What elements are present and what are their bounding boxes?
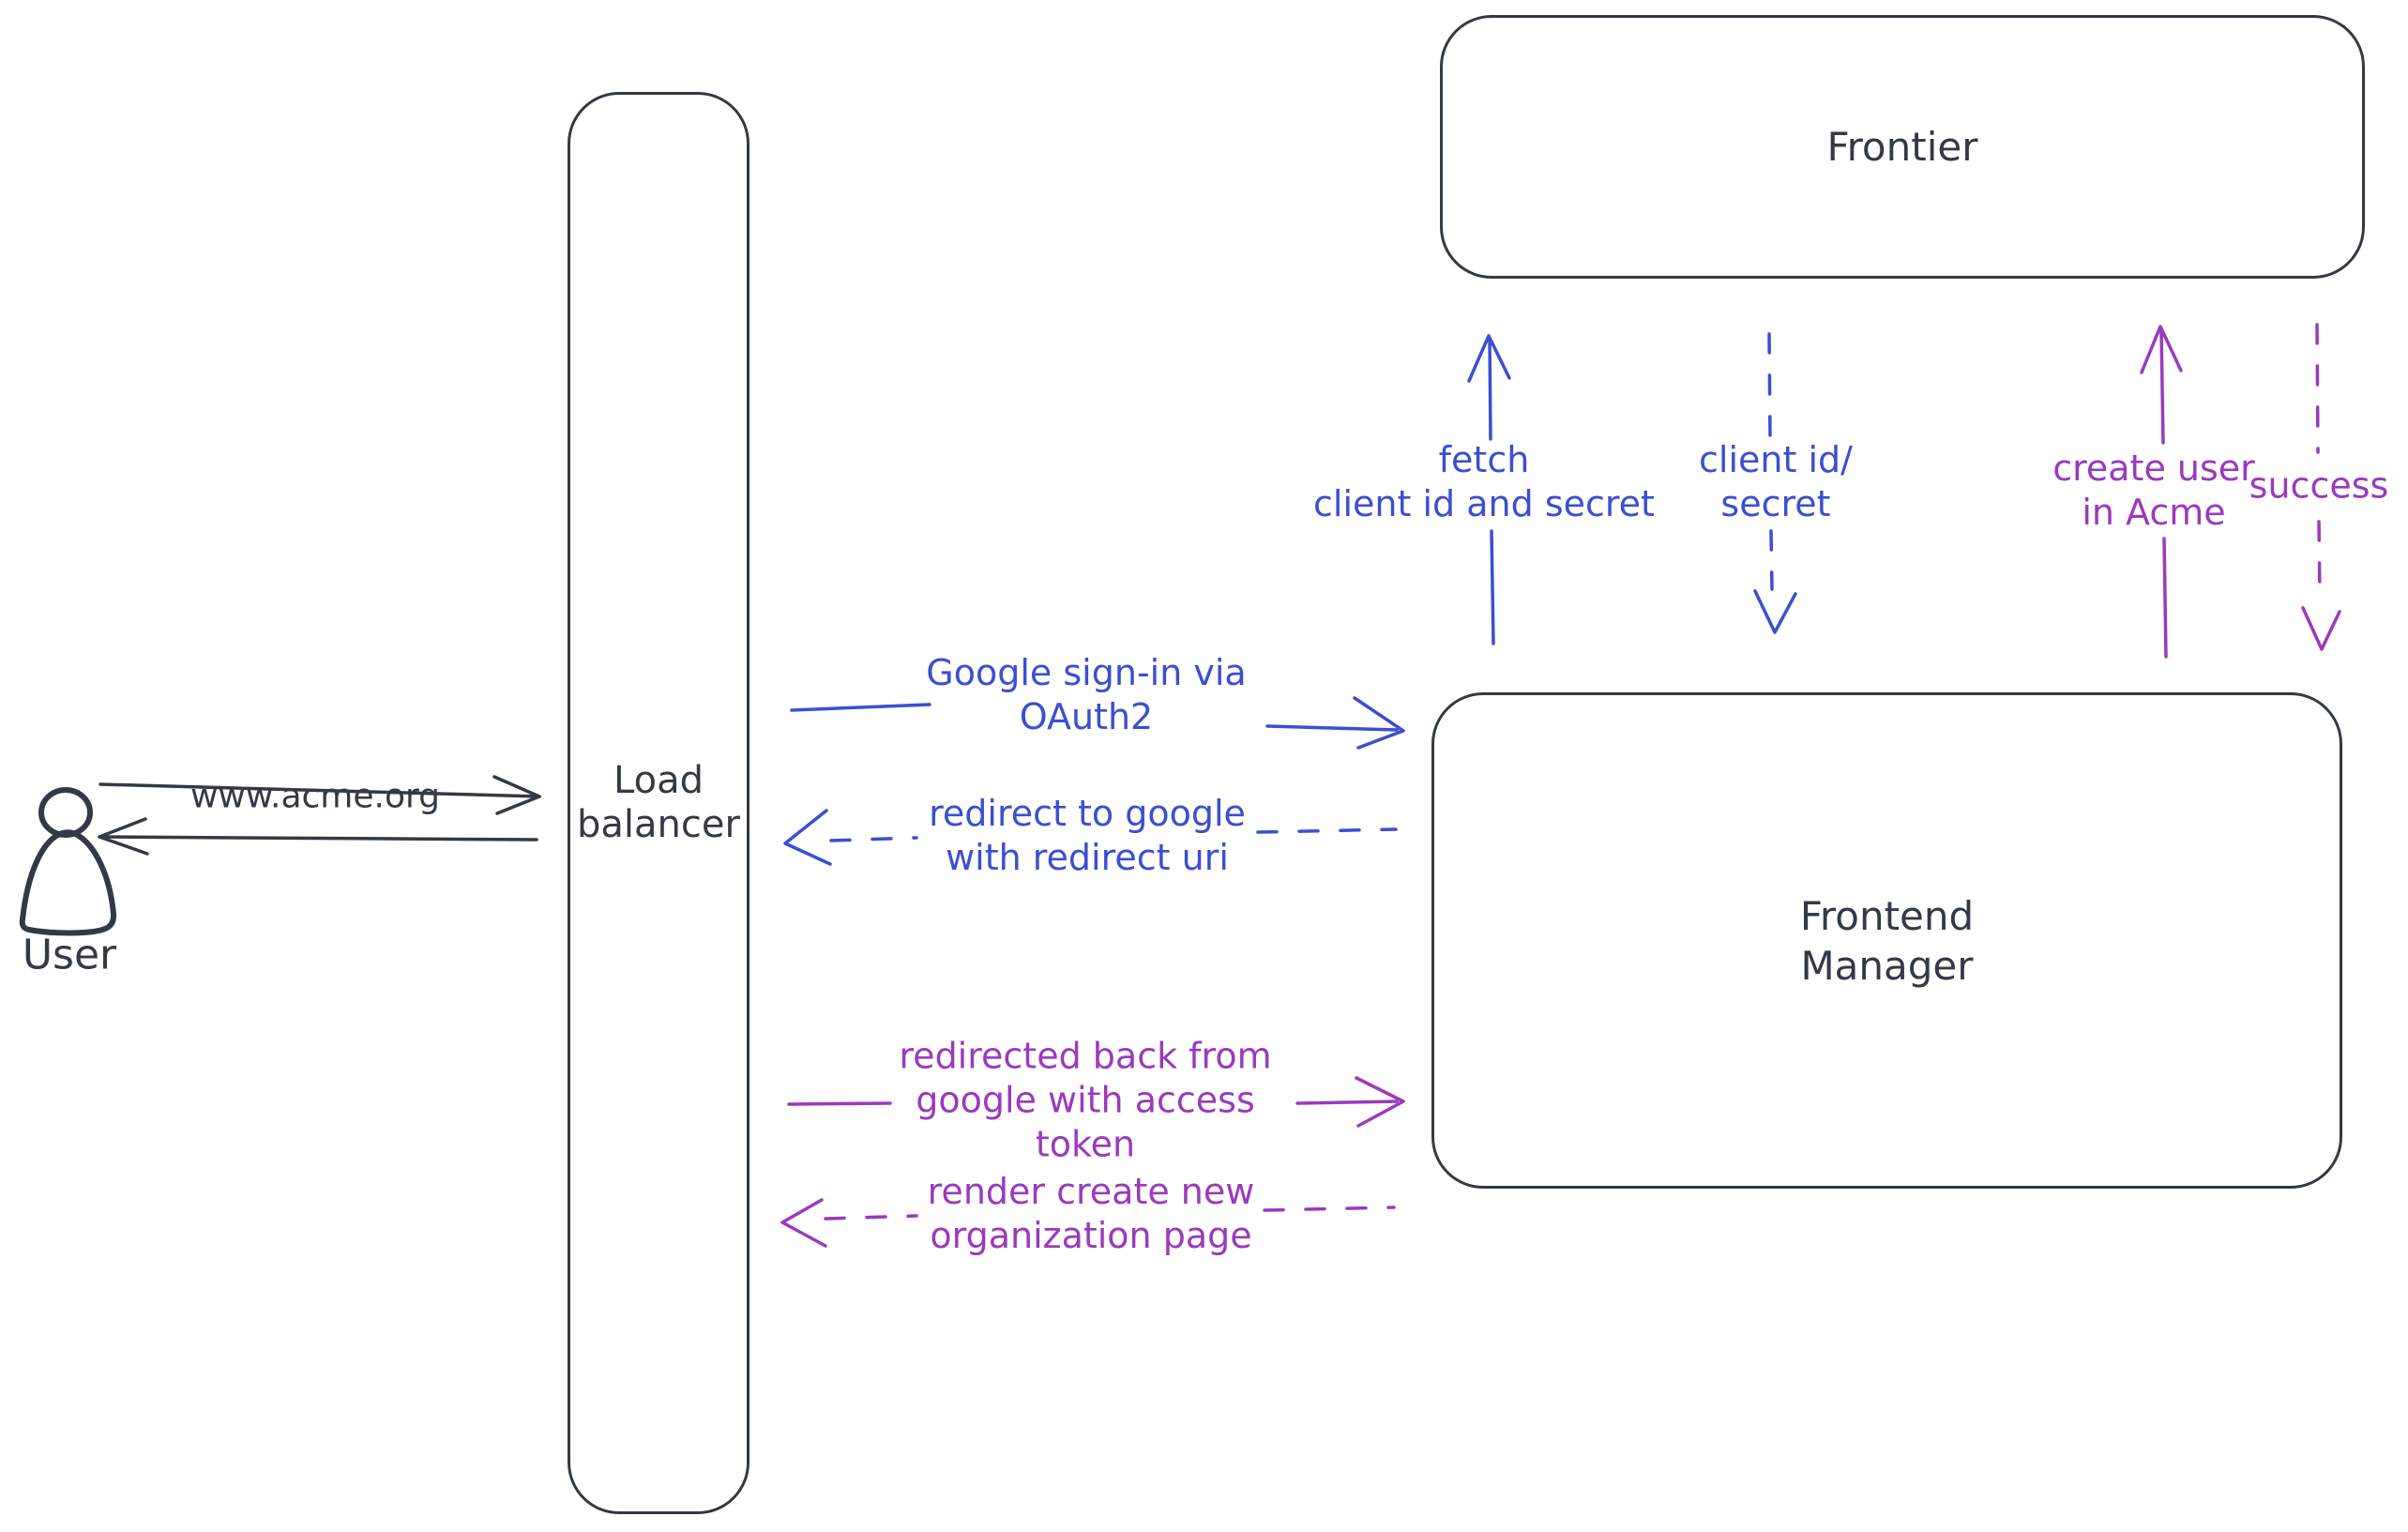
user-label: User: [22, 931, 117, 979]
arrow-create-user: [2140, 325, 2183, 659]
arrow-www-acme: [98, 775, 541, 815]
edge-label-client-id-secret: client id/ secret: [1699, 439, 1853, 524]
edge-label-redirect-google: redirect to google with redirect uri: [929, 793, 1246, 878]
arrow-redirect-google: [783, 809, 1398, 866]
edge-label-redirected-back: redirected back from google with access …: [899, 1035, 1272, 1165]
arrow-google-signin: [790, 696, 1405, 750]
node-frontend-manager: Frontend Manager: [1431, 692, 2342, 1189]
edge-label-create-user: create user in Acme: [2052, 447, 2255, 533]
node-load-balancer: Load balancer: [568, 92, 750, 1514]
arrow-fetch-secret: [1467, 334, 1511, 645]
edge-label-google-signin: Google sign-in via OAuth2: [926, 652, 1247, 737]
edge-label-www-acme: www.acme.org: [189, 777, 441, 816]
node-frontier: Frontier: [1440, 15, 2365, 279]
arrow-success: [2301, 323, 2341, 651]
arrow-render-org-page: [780, 1198, 1396, 1248]
arrow-redirected-back: [787, 1076, 1405, 1128]
node-load-balancer-label: Load balancer: [577, 759, 740, 846]
edge-label-render-org-page: render create new organization page: [927, 1171, 1255, 1256]
node-frontend-manager-label: Frontend Manager: [1799, 892, 1975, 989]
arrow-client-id-secret: [1753, 332, 1797, 634]
arrow-user-return: [98, 817, 538, 856]
person-icon: [19, 787, 117, 936]
edge-label-success: success: [2249, 464, 2389, 507]
edge-label-fetch-secret: fetch client id and secret: [1313, 439, 1655, 524]
node-frontier-label: Frontier: [1826, 123, 1978, 170]
